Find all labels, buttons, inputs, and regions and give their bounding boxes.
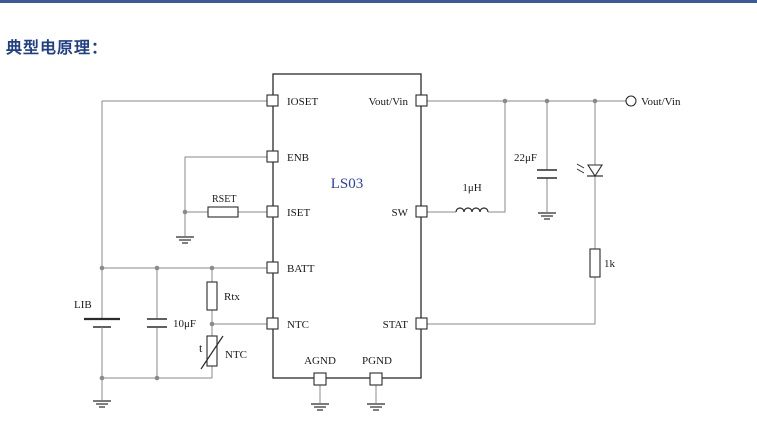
label-ntc: NTC [225,349,247,361]
led [576,163,604,178]
ic-body [272,73,422,379]
label-22uf: 22μF [514,152,537,164]
ground-pgnd [367,403,385,411]
pin-label-pgnd: PGND [362,355,392,367]
pin-label-iset: ISET [287,207,311,219]
pin-label-enb: ENB [287,152,309,164]
pin-ntc [266,317,279,330]
capacitor-10uf [147,318,167,328]
capacitor-22uf [537,169,557,179]
label-1uh: 1μH [462,182,481,194]
label-lib: LIB [74,299,92,311]
pin-ioset [266,94,279,107]
label-ntc-t: t [199,341,203,355]
pin-label-ntc: NTC [287,319,309,331]
pin-stat [415,317,428,330]
ground-22uf [538,212,556,220]
pin-sw [415,205,428,218]
resistor-1k [589,248,601,278]
inductor-1uh [455,207,489,213]
label-10uf: 10μF [173,318,196,330]
ic-ls03: LS03 IOSET ENB ISET BATT NTC Vout/Vin SW… [266,73,428,386]
thermistor-ntc [206,335,218,367]
page-title: 典型电原理： [6,38,109,57]
pin-agnd [313,372,327,386]
label-rtx: Rtx [224,291,240,303]
pin-label-sw: SW [392,207,409,219]
thermistor-slash [200,335,224,370]
ground-enb [176,236,194,244]
pin-label-batt: BATT [287,263,315,275]
output-terminal [625,95,637,107]
ground-agnd [311,403,329,411]
battery-lib [84,317,120,333]
pin-label-stat: STAT [383,319,409,331]
header-rule [0,0,757,3]
pin-batt [266,261,279,274]
pin-vout-vin [415,94,428,107]
pin-label-ioset: IOSET [287,96,318,108]
resistor-rtx [206,281,218,311]
label-1k: 1k [604,258,616,270]
pin-label-agnd: AGND [304,355,336,367]
resistor-rset [207,206,239,218]
ic-name: LS03 [331,176,364,192]
junction-dots [99,98,598,381]
pin-enb [266,150,279,163]
label-rset: RSET [212,194,236,205]
label-output-terminal: Vout/Vin [641,96,681,108]
pin-label-vout-vin: Vout/Vin [369,96,409,108]
pin-pgnd [369,372,383,386]
ground-lib [93,400,111,408]
pin-iset [266,205,279,218]
